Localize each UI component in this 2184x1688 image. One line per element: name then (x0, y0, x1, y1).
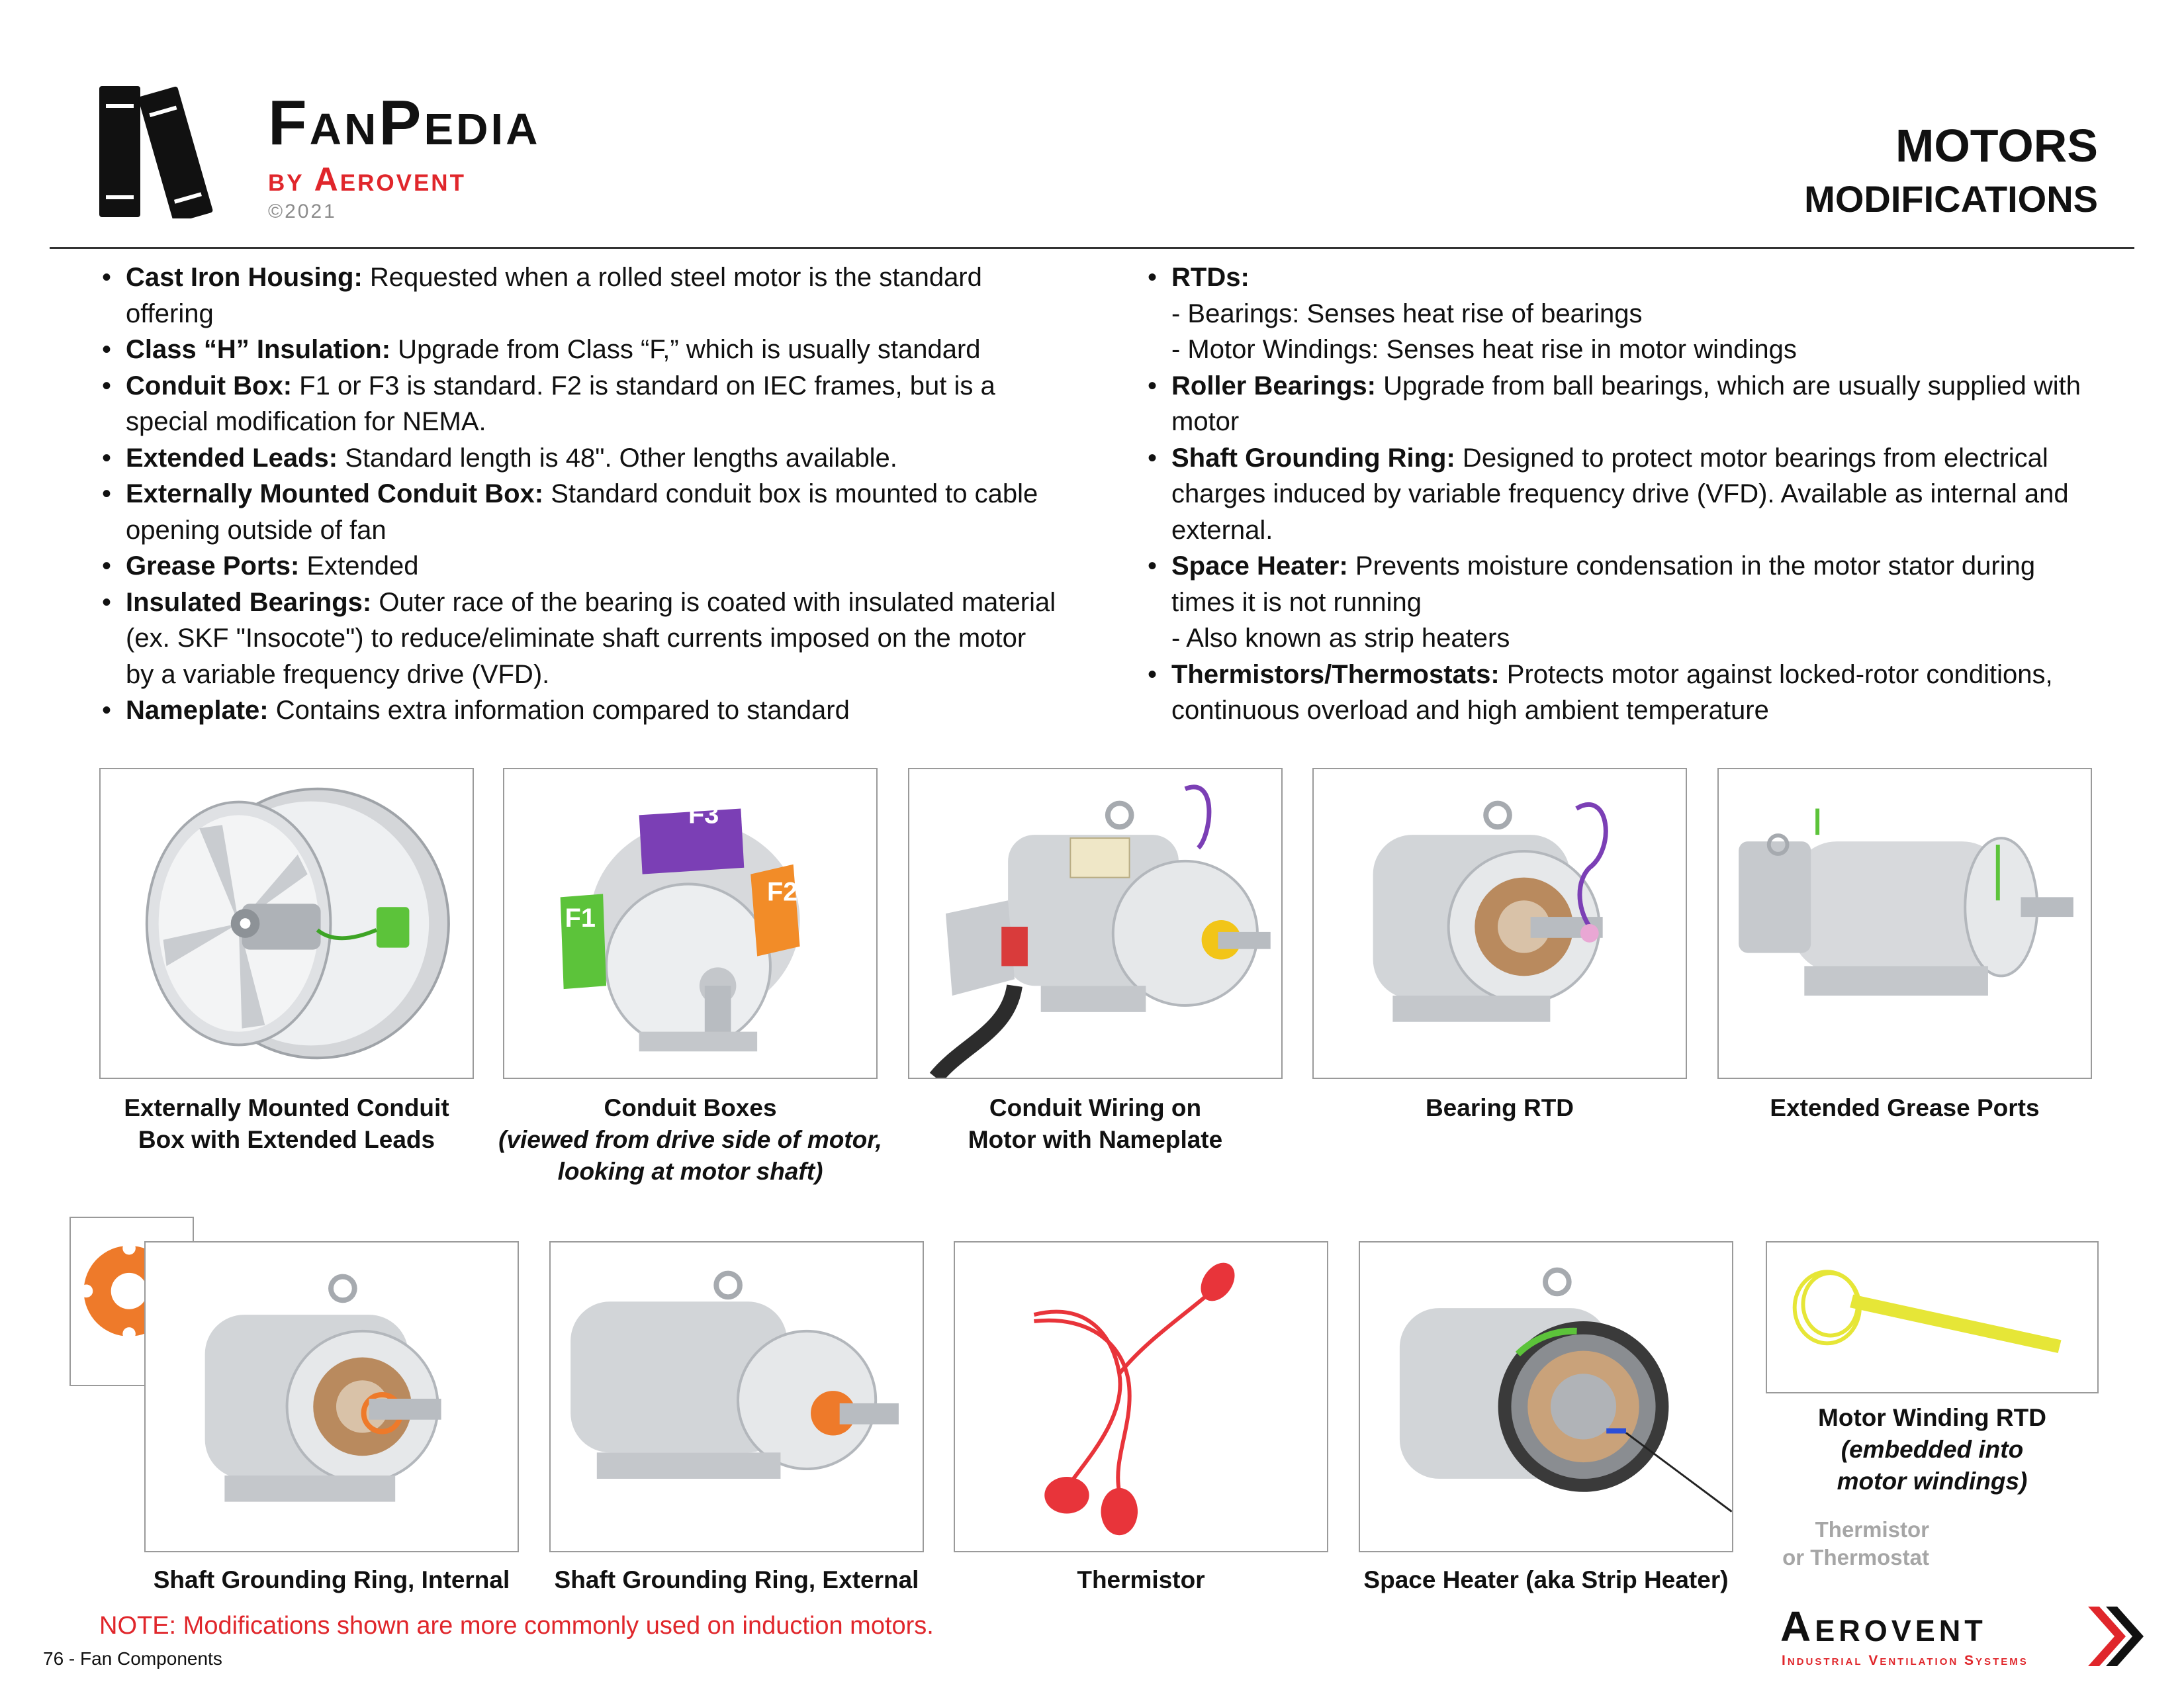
page-subtitle: MODIFICATIONS (1804, 178, 2098, 220)
label-f1: F1 (565, 904, 596, 933)
bullet-nameplate: Nameplate: Contains extra information co… (99, 692, 1059, 729)
chevron-right-icon (2088, 1607, 2144, 1666)
motor-space-heater-icon (1399, 1267, 1732, 1513)
bullet-conduit-box: Conduit Box: F1 or F3 is standard. F2 is… (99, 368, 1059, 440)
space-heater-image (1359, 1241, 1733, 1552)
copyright: ©2021 (268, 201, 337, 222)
thermistor-icon (1033, 1262, 1235, 1536)
winding-rtd-icon (1792, 1270, 2062, 1354)
fan-conduit-image (99, 768, 474, 1079)
bullet-insulated-bearings: Insulated Bearings: Outer race of the be… (99, 585, 1059, 693)
brand-name: FanPedia (268, 87, 541, 158)
motor-conduit-icon: F3 F2 F1 (560, 800, 800, 1052)
bullet-extended-leads: Extended Leads: Standard length is 48". … (99, 440, 1059, 477)
bullet-roller-bearings: Roller Bearings: Upgrade from ball beari… (1145, 368, 2105, 440)
motor-sgr-internal-icon (205, 1274, 441, 1502)
bullet-cast-iron-housing: Cast Iron Housing: Requested when a roll… (99, 259, 1059, 332)
motor-sgr-external-icon (570, 1270, 899, 1479)
sub-strip-heaters: - Also known as strip heaters (1171, 624, 1510, 653)
bullet-class-h-insulation: Class “H” Insulation: Upgrade from Class… (99, 332, 1059, 368)
label-f2: F2 (767, 877, 797, 906)
caption-space-heater: Space Heater (aka Strip Heater) (1363, 1566, 1729, 1593)
aerovent-logo: Aerovent (1780, 1603, 1987, 1650)
books-logo-icon (99, 86, 213, 218)
caption-grease-ports: Extended Grease Ports (1770, 1094, 2040, 1121)
sgr-external-image (549, 1241, 924, 1552)
caption-thermistor: Thermistor (1077, 1566, 1205, 1593)
page-title: MOTORS (1895, 120, 2098, 171)
caption-bearing-rtd: Bearing RTD (1425, 1094, 1574, 1121)
aerovent-tagline: Industrial Ventilation Systems (1782, 1653, 2028, 1668)
caption-conduit-boxes: Conduit Boxes(viewed from drive side of … (498, 1094, 882, 1185)
bullet-space-heater: Space Heater: Prevents moisture condensa… (1145, 548, 2105, 620)
sub-bearings-rtd: - Bearings: Senses heat rise of bearings (1171, 299, 1643, 328)
motor-wiring-icon (929, 784, 1271, 1078)
axial-fan-icon (145, 787, 450, 1060)
bullet-external-conduit-box: Externally Mounted Conduit Box: Standard… (99, 476, 1059, 548)
bullet-thermistors-thermostats: Thermistors/Thermostats: Protects motor … (1145, 657, 2105, 729)
caption-sgr-external: Shaft Grounding Ring, External (554, 1566, 919, 1593)
bullet-grease-ports: Grease Ports: Extended (99, 548, 1059, 585)
sgr-internal-image (144, 1241, 519, 1552)
conduit-wiring-image (908, 768, 1283, 1079)
header-divider (50, 247, 2134, 249)
grease-ports-image (1717, 768, 2092, 1079)
bullet-shaft-grounding-ring: Shaft Grounding Ring: Designed to protec… (1145, 440, 2105, 549)
bearing-rtd-image (1312, 768, 1687, 1079)
caption-sgr-internal: Shaft Grounding Ring, Internal (153, 1566, 510, 1593)
label-f3: F3 (688, 800, 719, 829)
right-bullet-list: RTDs: - Bearings: Senses heat rise of be… (1145, 259, 2105, 729)
bullet-rtds: RTDs: (1145, 259, 2105, 296)
page-footer: 76 - Fan Components (43, 1648, 222, 1669)
modifications-note: NOTE: Modifications shown are more commo… (99, 1612, 934, 1640)
brand-byline: by Aerovent (268, 161, 466, 198)
thermistor-image (954, 1241, 1328, 1552)
winding-rtd-image (1766, 1241, 2099, 1393)
sub-windings-rtd: - Motor Windings: Senses heat rise in mo… (1171, 335, 1797, 364)
motor-bearing-rtd-icon (1373, 800, 1608, 1022)
left-bullet-list: Cast Iron Housing: Requested when a roll… (99, 259, 1059, 729)
motor-grease-ports-icon (1739, 808, 2073, 996)
conduit-boxes-image: F3 F2 F1 (503, 768, 878, 1079)
